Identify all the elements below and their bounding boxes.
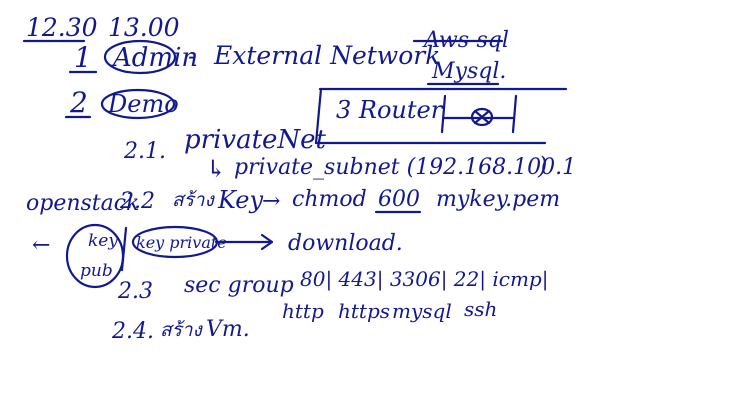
key-file-name: mykey.pem xyxy=(436,187,560,212)
pub-key-key: key xyxy=(88,231,118,251)
download-arrow-head xyxy=(260,233,274,251)
to-arrow: → xyxy=(262,189,280,214)
sec-group-text: sec group xyxy=(184,273,294,298)
ports-text: 80| 443| 3306| 22| icmp| xyxy=(300,267,548,292)
router-box-left xyxy=(314,87,323,145)
pub-arrow: ← xyxy=(32,233,50,258)
end-time: 13.00 xyxy=(108,13,180,42)
router-divider-right xyxy=(511,94,518,134)
router-icon xyxy=(470,107,494,127)
private-net-text: privateNet xyxy=(184,125,327,155)
key-divider xyxy=(120,226,128,272)
protocol-ssh: ssh xyxy=(464,297,497,321)
demo-circle xyxy=(100,88,176,120)
admin-circle xyxy=(103,39,177,75)
protocol-mysql: mysql xyxy=(392,299,452,323)
openstack-text: openstack xyxy=(26,191,139,216)
download-text: download. xyxy=(288,231,403,256)
chmod-text: chmod xyxy=(292,187,367,212)
dash: - xyxy=(188,42,196,70)
private-key-label: key private xyxy=(136,233,227,252)
key-text: Key xyxy=(217,186,263,214)
chmod-mode: 600 xyxy=(378,187,420,212)
router-label: 3 Router xyxy=(336,96,444,124)
section-2-3-number: 2.3 xyxy=(117,279,153,304)
external-network-text: External Network xyxy=(213,41,440,70)
vm-text: Vm. xyxy=(206,317,250,342)
item-2-number: 2 xyxy=(69,86,88,119)
create-vm-thai: สร้าง xyxy=(160,319,203,341)
subnet-close-paren: ) xyxy=(537,152,547,180)
section-2-1-number: 2.1. xyxy=(123,139,166,164)
router-icon-cross-2 xyxy=(473,109,491,125)
subnet-arrow: ↳ xyxy=(206,155,226,183)
demo-label: Demo xyxy=(107,90,179,118)
section-2-4-number: 2.4. xyxy=(111,319,154,344)
section-2-2-number: 2.2 xyxy=(119,189,155,214)
protocol-http: http xyxy=(282,299,324,323)
subnet-text: private_subnet (192.168.100.1 xyxy=(234,155,576,180)
mysql-text: Mysql. xyxy=(431,59,506,84)
protocol-https: https xyxy=(338,299,390,323)
create-thai-text: สร้าง xyxy=(172,189,215,211)
router-divider-left xyxy=(440,94,447,134)
item-1-number: 1 xyxy=(74,41,92,74)
pub-key-pub: pub xyxy=(80,261,113,281)
admin-label: Admin xyxy=(111,43,198,73)
start-time: 12.30 xyxy=(26,13,98,42)
